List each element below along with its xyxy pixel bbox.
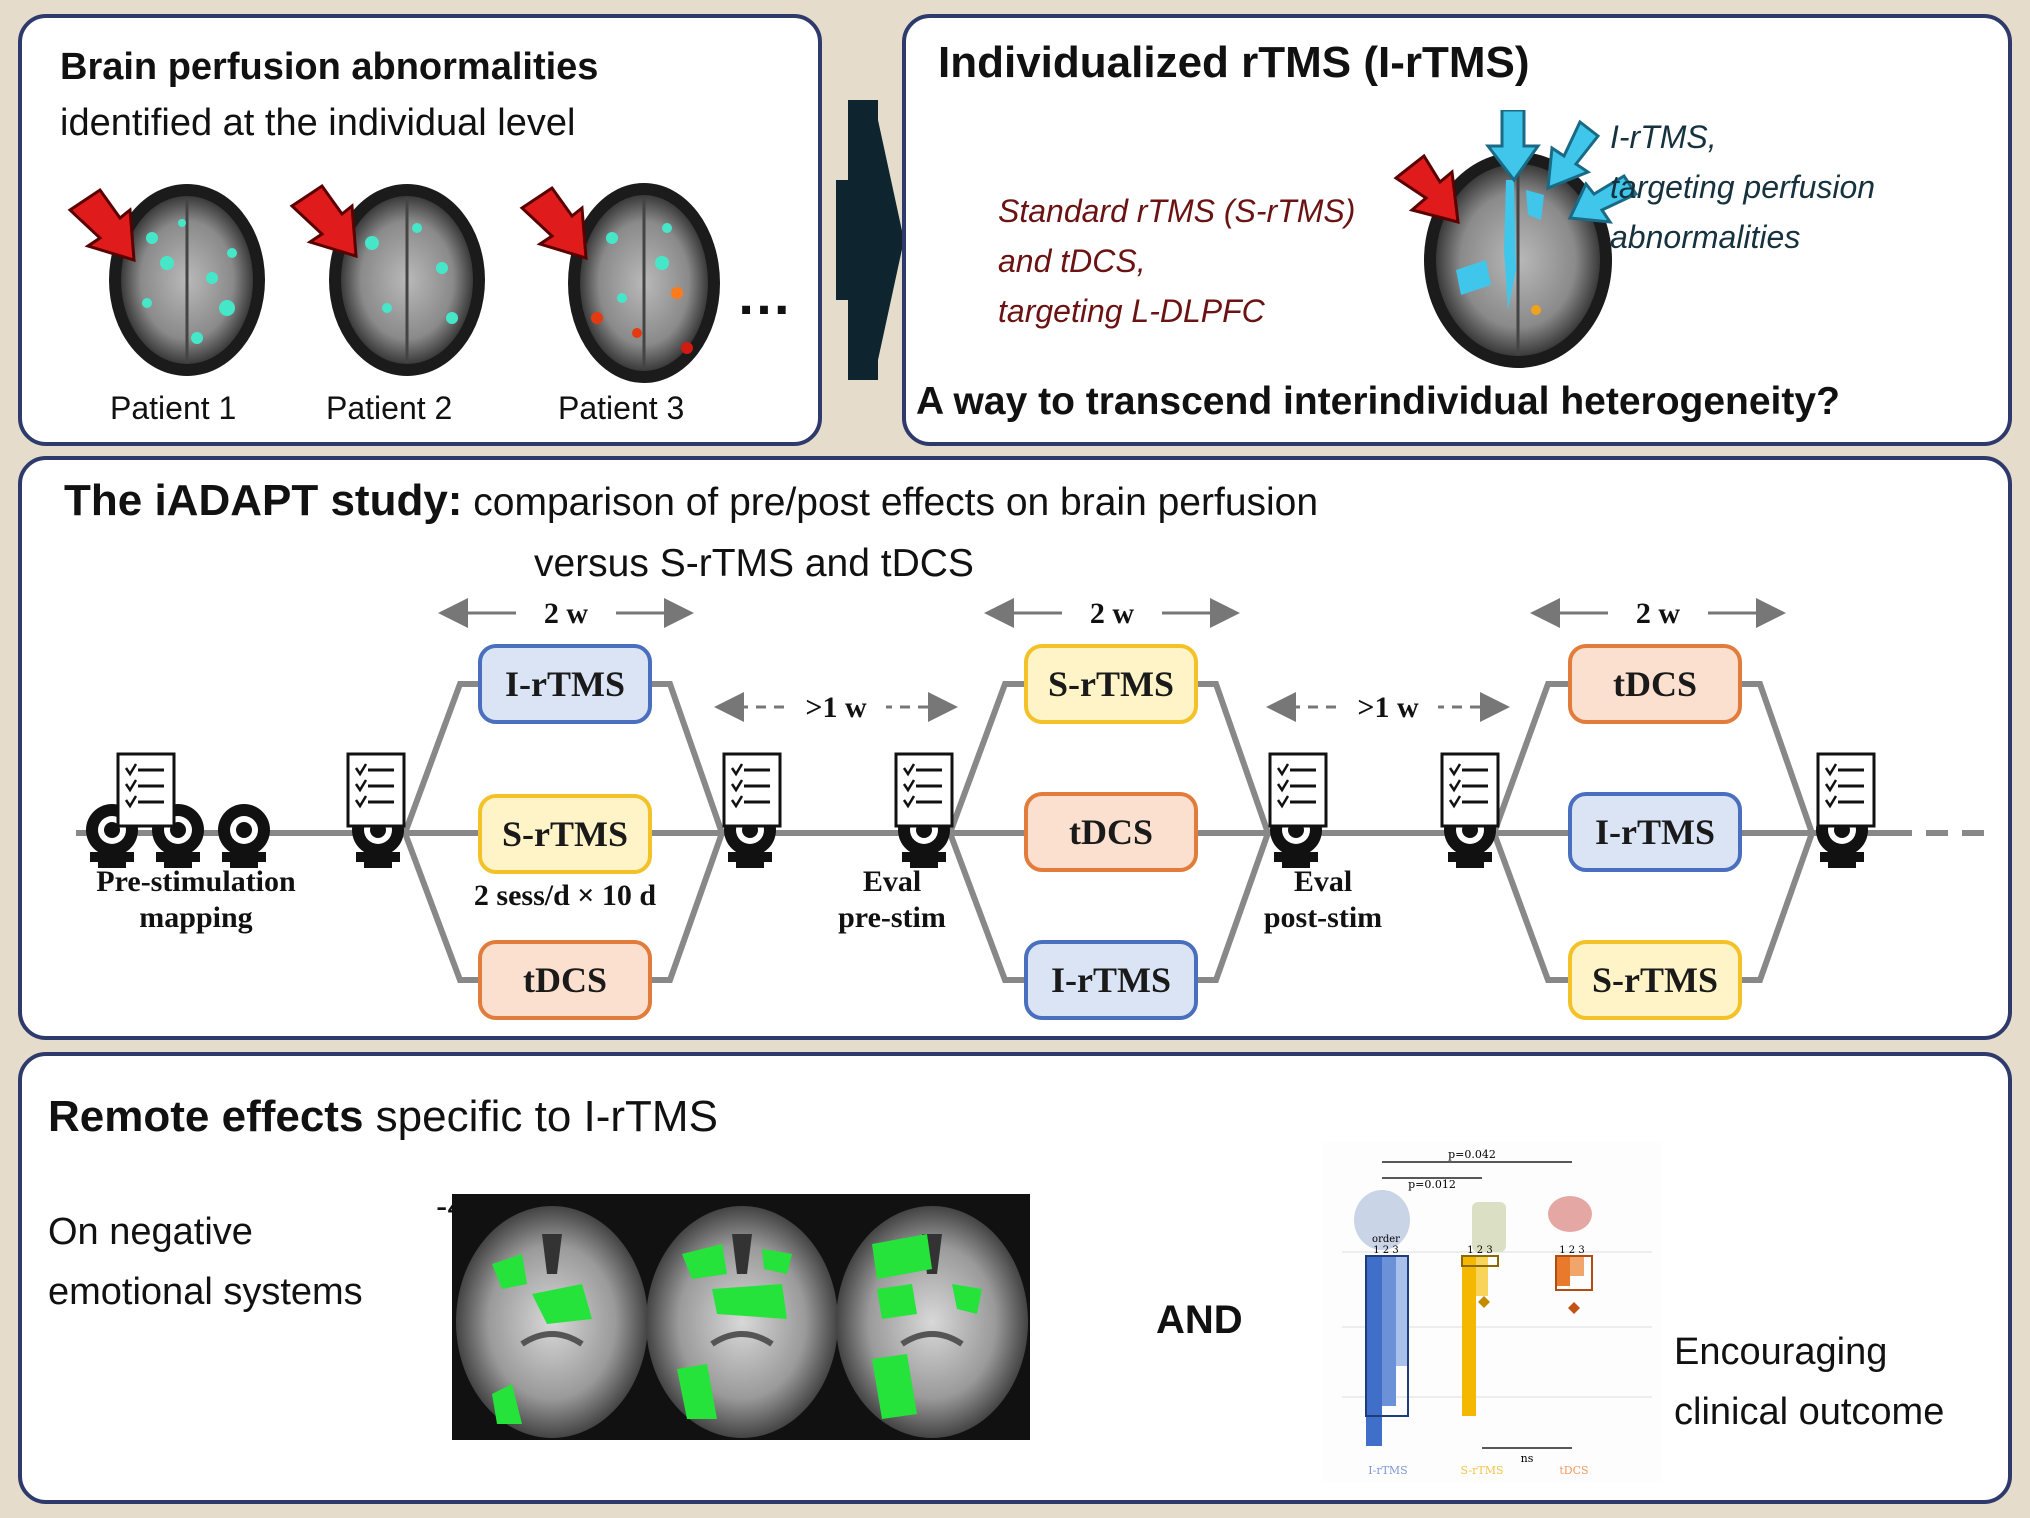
red-arrow xyxy=(1393,153,1460,225)
outcome-mini-chart: p=0.042 p=0.012 ns order 1 2 3 1 2 3 1 2… xyxy=(1322,1142,1662,1482)
patient-brains xyxy=(67,183,720,383)
brain-slices xyxy=(452,1194,1030,1440)
red-arrow-patient-2 xyxy=(289,183,358,259)
order-label: order xyxy=(1372,1234,1400,1245)
order-nums-1: 1 2 3 xyxy=(1373,1245,1398,1256)
cyan-arrow-3 xyxy=(1567,173,1639,224)
branches-phase-2 xyxy=(947,681,1271,983)
panel-individualized-rtms: Individualized rTMS (I-rTMS) Standard rT… xyxy=(902,14,2012,446)
washout-label-2: >1 w xyxy=(1338,690,1438,726)
panel-perfusion-abnormalities: Brain perfusion abnormalities identified… xyxy=(18,14,822,446)
phase1-box-s-rtms: S-rTMS xyxy=(478,794,652,874)
phase2-box-tdcs: tDCS xyxy=(1024,792,1198,872)
remote-effects-title: Remote effects specific to I-rTMS xyxy=(48,1092,718,1141)
p-value-2: p=0.012 xyxy=(1408,1178,1456,1191)
phase3-box-i-rtms: I-rTMS xyxy=(1568,792,1742,872)
duration-label-3: 2 w xyxy=(1608,596,1708,632)
slice-0 xyxy=(646,1206,838,1438)
cyan-arrow-2 xyxy=(1546,119,1601,191)
phase1-box-tdcs: tDCS xyxy=(478,940,652,1020)
duration-label-2: 2 w xyxy=(1062,596,1162,632)
iadapt-title: The iADAPT study: comparison of pre/post… xyxy=(64,476,1319,525)
machine-icon xyxy=(1354,1190,1410,1250)
phase2-box-s-rtms: S-rTMS xyxy=(1024,644,1198,724)
brain-patient-1 xyxy=(109,184,265,376)
ns-label: ns xyxy=(1521,1452,1534,1465)
phase1-box-i-rtms: I-rTMS xyxy=(478,644,652,724)
slice-minus4 xyxy=(456,1206,648,1438)
bar-tdcs-2 xyxy=(1570,1256,1584,1276)
slice-4 xyxy=(836,1206,1028,1438)
clinical-outcome-text: Encouraging clinical outcome xyxy=(1674,1331,1945,1433)
group-label-tdcs: tDCS xyxy=(1559,1464,1588,1477)
irtms-title: Individualized rTMS (I-rTMS) xyxy=(938,38,1530,87)
patient-2-label: Patient 2 xyxy=(326,390,453,426)
phase3-box-tdcs: tDCS xyxy=(1568,644,1742,724)
red-arrow-patient-1 xyxy=(67,187,136,263)
red-arrow-patient-3 xyxy=(519,185,588,261)
checklist-icon xyxy=(1268,752,1328,828)
checklist-icon xyxy=(894,752,954,828)
bar-i-rtms-3 xyxy=(1396,1256,1408,1366)
brain-icon xyxy=(1548,1196,1592,1232)
branches-phase-1 xyxy=(402,681,725,983)
bar-s-rtms-2 xyxy=(1476,1256,1488,1296)
cyan-arrow-1 xyxy=(1484,110,1541,183)
standard-rtms-text: Standard rTMS (S-rTMS) and tDCS, targeti… xyxy=(998,193,1356,329)
order-nums-3: 1 2 3 xyxy=(1559,1245,1584,1256)
negative-systems-text: On negative emotional systems xyxy=(48,1211,363,1313)
checklist-icon xyxy=(1816,752,1876,828)
duration-label-1: 2 w xyxy=(516,596,616,632)
bar-s-rtms xyxy=(1462,1256,1476,1416)
group-label-s-rtms: S-rTMS xyxy=(1460,1464,1503,1477)
iadapt-title-line2: versus S-rTMS and tDCS xyxy=(534,542,974,585)
bar-i-rtms-2 xyxy=(1382,1256,1396,1406)
heterogeneity-question: A way to transcend interindividual heter… xyxy=(916,380,1840,423)
bar-i-rtms xyxy=(1366,1256,1382,1446)
session-label: 2 sess/d × 10 d xyxy=(473,879,657,912)
phase3-box-s-rtms: S-rTMS xyxy=(1568,940,1742,1020)
patient-3-label: Patient 3 xyxy=(558,390,685,426)
p-value-1: p=0.042 xyxy=(1448,1148,1496,1161)
irtms-brain xyxy=(1393,110,1639,368)
brain-patient-2 xyxy=(329,184,485,376)
transition-arrow xyxy=(836,100,904,380)
checklist-icon xyxy=(1440,752,1500,828)
checklist-icon xyxy=(722,752,782,828)
phase2-box-i-rtms: I-rTMS xyxy=(1024,940,1198,1020)
panel-remote-effects: Remote effects specific to I-rTMS On neg… xyxy=(18,1052,2012,1504)
checklist-icon xyxy=(116,752,176,828)
ellipsis: … xyxy=(736,263,792,326)
bar-tdcs xyxy=(1556,1256,1570,1286)
and-label: AND xyxy=(1156,1298,1243,1342)
perfusion-subtitle: identified at the individual level xyxy=(60,102,576,144)
checklist-icon xyxy=(346,752,406,828)
washout-label-1: >1 w xyxy=(786,690,886,726)
scanner-icon xyxy=(218,804,270,868)
order-nums-2: 1 2 3 xyxy=(1467,1245,1492,1256)
brain-patient-3 xyxy=(568,183,720,383)
person-icon xyxy=(1472,1202,1506,1252)
perfusion-title: Brain perfusion abnormalities xyxy=(60,46,599,88)
patient-1-label: Patient 1 xyxy=(110,390,237,426)
group-label-i-rtms: I-rTMS xyxy=(1368,1464,1407,1477)
individual-rtms-text: I-rTMS, targeting perfusion abnormalitie… xyxy=(1610,119,1876,255)
branches-phase-3 xyxy=(1491,681,1815,983)
